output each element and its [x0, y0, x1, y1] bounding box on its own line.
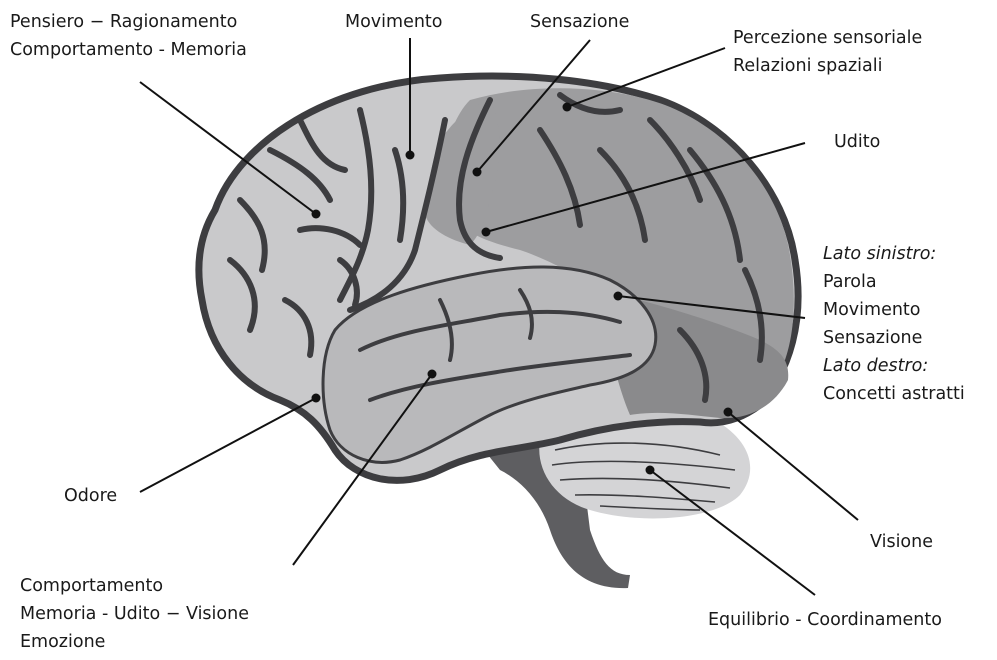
label-parietal: Percezione sensoriale Relazioni spaziali	[733, 24, 922, 80]
label-left-side-item-1: Parola	[823, 268, 965, 296]
label-temporal-line-2: Memoria - Udito − Visione	[20, 600, 249, 628]
dot-smell	[312, 394, 321, 403]
label-right-side-heading: Lato destro:	[823, 352, 965, 380]
label-temporal-line-3: Emozione	[20, 628, 249, 656]
label-vision-line-1: Visione	[870, 528, 933, 556]
dot-hearing	[482, 228, 491, 237]
label-frontal-line-1: Pensiero − Ragionamento	[10, 8, 247, 36]
label-cerebellum-line-1: Equilibrio - Coordinamento	[708, 606, 942, 634]
label-right-side-item-1: Concetti astratti	[823, 380, 965, 408]
dot-hemisphere	[614, 292, 623, 301]
label-sensory-line-1: Sensazione	[530, 8, 629, 36]
label-parietal-line-2: Relazioni spaziali	[733, 52, 922, 80]
dot-vision	[724, 408, 733, 417]
dot-parietal	[563, 103, 572, 112]
dot-frontal	[312, 210, 321, 219]
label-cerebellum: Equilibrio - Coordinamento	[708, 606, 942, 634]
label-left-side-item-3: Sensazione	[823, 324, 965, 352]
dot-cerebellum	[646, 466, 655, 475]
label-frontal-line-2: Comportamento - Memoria	[10, 36, 247, 64]
label-motor-line-1: Movimento	[345, 8, 443, 36]
dot-temporal	[428, 370, 437, 379]
label-temporal-line-1: Comportamento	[20, 572, 249, 600]
label-motor: Movimento	[345, 8, 443, 36]
label-parietal-line-1: Percezione sensoriale	[733, 24, 922, 52]
label-frontal: Pensiero − Ragionamento Comportamento - …	[10, 8, 247, 64]
label-hemisphere: Lato sinistro: Parola Movimento Sensazio…	[823, 240, 965, 408]
label-smell-line-1: Odore	[64, 482, 117, 510]
label-vision: Visione	[870, 528, 933, 556]
label-smell: Odore	[64, 482, 117, 510]
label-left-side-item-2: Movimento	[823, 296, 965, 324]
label-temporal: Comportamento Memoria - Udito − Visione …	[20, 572, 249, 656]
label-left-side-heading: Lato sinistro:	[823, 240, 965, 268]
label-hearing: Udito	[834, 128, 880, 156]
dot-motor	[406, 151, 415, 160]
dot-sensory	[473, 168, 482, 177]
label-hearing-line-1: Udito	[834, 128, 880, 156]
leader-smell	[140, 398, 316, 492]
label-sensory: Sensazione	[530, 8, 629, 36]
